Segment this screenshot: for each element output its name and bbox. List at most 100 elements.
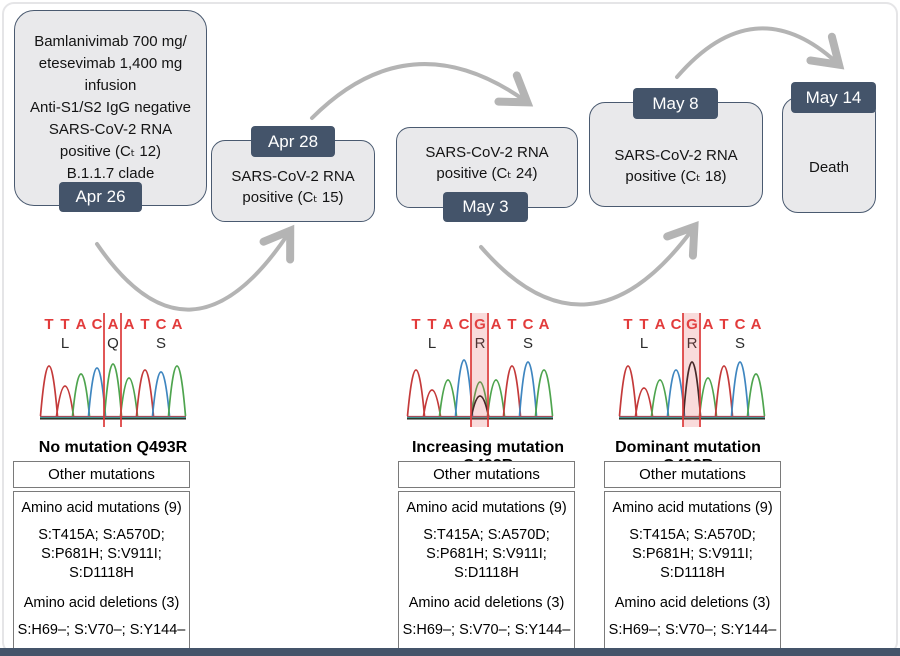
mutation-section-title: Amino acid deletions (3) — [614, 595, 771, 611]
base-letter: T — [507, 316, 517, 333]
base-letter: C — [734, 316, 746, 333]
mutation-table-body: Amino acid mutations (9) S:T415A; S:A570D… — [604, 491, 781, 651]
text-line: positive (Cₜ 24) — [436, 164, 538, 182]
bottom-accent-bar — [0, 648, 900, 656]
timeline-box-text: SARS-CoV-2 RNA positive (Cₜ 24) — [397, 142, 577, 184]
text-line: positive (Cₜ 18) — [625, 167, 727, 185]
amino-acid-letter: S — [155, 335, 167, 352]
base-letter: A — [702, 316, 714, 333]
mutation-line: S:D1118H — [660, 565, 725, 581]
mutation-line: S:P681H; S:V911I; — [426, 546, 547, 562]
other-mutations-header: Other mutations — [604, 461, 781, 488]
mutation-section-title: Amino acid deletions (3) — [408, 595, 565, 611]
mutation-line: S:T415A; S:A570D; — [423, 527, 550, 543]
mutation-section-title: Amino acid mutations (9) — [406, 500, 567, 516]
base-letter: A — [123, 316, 135, 333]
date-badge-may3: May 3 — [443, 192, 528, 222]
text-line: etesevimab 1,400 mg — [38, 55, 183, 72]
arrow-may8-to-may14 — [675, 26, 845, 79]
mutation-table-body: Amino acid mutations (9) S:T415A; S:A570D… — [13, 491, 190, 651]
mutation-line: S:P681H; S:V911I; — [41, 546, 162, 562]
mutation-section-title: Amino acid mutations (9) — [21, 500, 182, 516]
mutation-section-title: Amino acid deletions (3) — [23, 595, 180, 611]
text-line: positive (Cₜ 12) — [59, 143, 162, 160]
text-line: positive (Cₜ 15) — [242, 189, 344, 206]
mutation-table-body: Amino acid mutations (9) S:T415A; S:A570D… — [398, 491, 575, 651]
mutation-line: S:D1118H — [454, 565, 519, 581]
text-line: Bamlanivimab 700 mg/ — [34, 33, 187, 50]
base-letter: G — [474, 316, 486, 333]
text-line: SARS-CoV-2 RNA — [425, 143, 549, 161]
mutation-table-1: Other mutations Amino acid mutations (9)… — [13, 461, 190, 651]
base-letter: A — [171, 316, 183, 333]
other-mutations-header: Other mutations — [398, 461, 575, 488]
mutation-section-title: Amino acid mutations (9) — [612, 500, 773, 516]
amino-acid-letter: L — [60, 335, 70, 352]
date-badge-may8: May 8 — [633, 88, 718, 119]
base-letter: T — [140, 316, 150, 333]
chromatogram-trace — [617, 354, 767, 420]
trace-svg — [618, 361, 766, 420]
timeline-box-text: SARS-CoV-2 RNA positive (Cₜ 15) — [212, 166, 374, 208]
timeline-box-may14: Death — [782, 97, 876, 213]
base-letter: G — [686, 316, 698, 333]
timeline-box-text: Bamlanivimab 700 mg/etesevimab 1,400 mg i… — [15, 31, 206, 185]
base-letter: T — [719, 316, 729, 333]
mutation-line: S:H69–; S:V70–; S:Y144– — [17, 622, 186, 638]
text-line: infusion — [84, 77, 137, 94]
amino-acid-letter: S — [522, 335, 534, 352]
chromatogram-trace — [38, 354, 188, 420]
mutation-line: S:D1118H — [69, 565, 134, 581]
mutation-line: S:T415A; S:A570D; — [629, 527, 756, 543]
base-letter: A — [107, 316, 119, 333]
base-letter: T — [44, 316, 54, 333]
amino-acid-letter: R — [686, 335, 698, 352]
arrow-apr28-to-may3 — [310, 62, 534, 120]
base-letter: A — [490, 316, 502, 333]
amino-acid-letter: Q — [107, 335, 119, 352]
arrow-may3-to-may8 — [479, 221, 699, 307]
timeline-box-text: Death — [783, 157, 875, 178]
trace-svg — [406, 359, 554, 420]
chromatogram-trace — [405, 354, 555, 420]
base-letter: A — [538, 316, 550, 333]
base-letter: A — [442, 316, 454, 333]
trace-svg — [39, 363, 187, 420]
base-letter: C — [522, 316, 534, 333]
amino-acid-letter: L — [639, 335, 649, 352]
text-line: Anti-S1/S2 IgG negative — [30, 99, 191, 116]
base-letter: T — [60, 316, 70, 333]
base-letter: C — [670, 316, 682, 333]
mutation-line: S:T415A; S:A570D; — [38, 527, 165, 543]
text-line: SARS-CoV-2 RNA — [231, 168, 355, 185]
date-badge-apr28: Apr 28 — [251, 126, 335, 157]
base-letter: C — [91, 316, 103, 333]
timeline-box-may8: SARS-CoV-2 RNA positive (Cₜ 18) — [589, 102, 763, 207]
amino-acid-letter: R — [474, 335, 486, 352]
caption-no-mutation: No mutation Q493R — [38, 439, 188, 456]
base-letter: T — [639, 316, 649, 333]
date-badge-may14: May 14 — [791, 82, 876, 113]
mutation-line: S:P681H; S:V911I; — [632, 546, 753, 562]
base-letter: T — [411, 316, 421, 333]
text-line: B.1.1.7 clade — [66, 165, 155, 182]
date-badge-apr26: Apr 26 — [59, 182, 142, 212]
timeline-box-text: SARS-CoV-2 RNA positive (Cₜ 18) — [590, 145, 762, 187]
base-letter: C — [458, 316, 470, 333]
text-line: Death — [808, 158, 850, 176]
arrow-apr26-to-apr28 — [95, 224, 295, 312]
base-letter: T — [623, 316, 633, 333]
text-line: SARS-CoV-2 RNA — [614, 146, 738, 164]
base-letter: A — [750, 316, 762, 333]
